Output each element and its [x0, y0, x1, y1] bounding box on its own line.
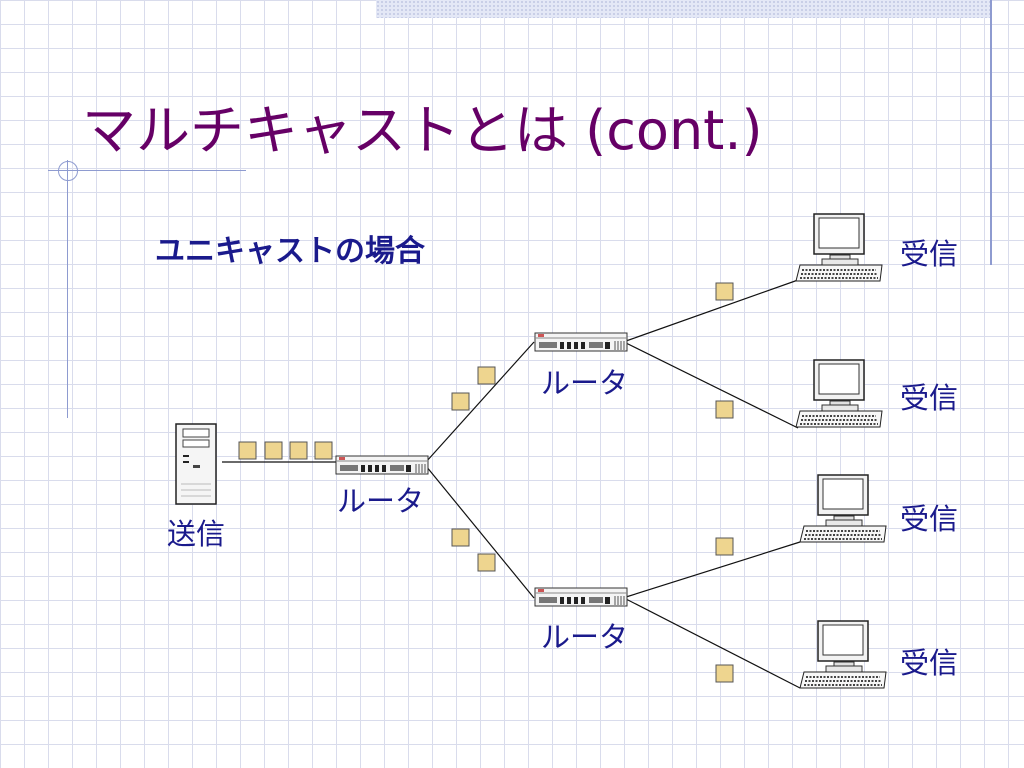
- desktop-computer-icon: [795, 359, 883, 428]
- packet-square-icon: [451, 528, 470, 547]
- server-tower-icon: [175, 423, 217, 505]
- packet-square-icon: [238, 441, 257, 460]
- packet-square-icon: [289, 441, 308, 460]
- slide-title: マルチキャストとは (cont.): [82, 99, 763, 162]
- packet-square-icon: [715, 282, 734, 301]
- left-decoration-rule: [67, 160, 68, 418]
- router-upper-label: ルータ: [541, 366, 629, 400]
- packet-square-icon: [477, 553, 496, 572]
- packet-square-icon: [715, 537, 734, 556]
- packet-square-icon: [264, 441, 283, 460]
- title-underline-rule: [48, 170, 246, 171]
- right-decoration-rule: [990, 0, 992, 265]
- router-icon: [335, 455, 429, 475]
- packets: [238, 282, 734, 683]
- packet-square-icon: [715, 664, 734, 683]
- router-icon: [534, 332, 628, 352]
- packet-square-icon: [715, 400, 734, 419]
- sender-label: 送信: [167, 517, 226, 551]
- link-lower-receiver-3: [625, 541, 801, 598]
- router-main-label: ルータ: [337, 484, 425, 518]
- link-router-lower: [425, 465, 535, 599]
- router-icon: [534, 587, 628, 607]
- desktop-computer-icon: [799, 620, 887, 689]
- receiver-4-label: 受信: [900, 646, 959, 680]
- receiver-3-label: 受信: [900, 502, 959, 536]
- packet-square-icon: [314, 441, 333, 460]
- header-decoration-band: [376, 0, 992, 18]
- link-lower-receiver-4: [625, 598, 801, 689]
- slide-subtitle: ユニキャストの場合: [155, 234, 425, 269]
- packet-square-icon: [477, 366, 496, 385]
- desktop-computer-icon: [799, 474, 887, 543]
- link-upper-receiver-2: [625, 342, 799, 429]
- router-lower-label: ルータ: [541, 620, 629, 654]
- receiver-2-label: 受信: [900, 381, 959, 415]
- title-bullet-circle: [58, 161, 78, 181]
- link-router-upper: [425, 341, 535, 463]
- link-upper-receiver-1: [625, 279, 799, 342]
- receiver-1-label: 受信: [900, 237, 959, 271]
- packet-square-icon: [451, 392, 470, 411]
- desktop-computer-icon: [795, 213, 883, 282]
- connection-lines: [222, 279, 801, 689]
